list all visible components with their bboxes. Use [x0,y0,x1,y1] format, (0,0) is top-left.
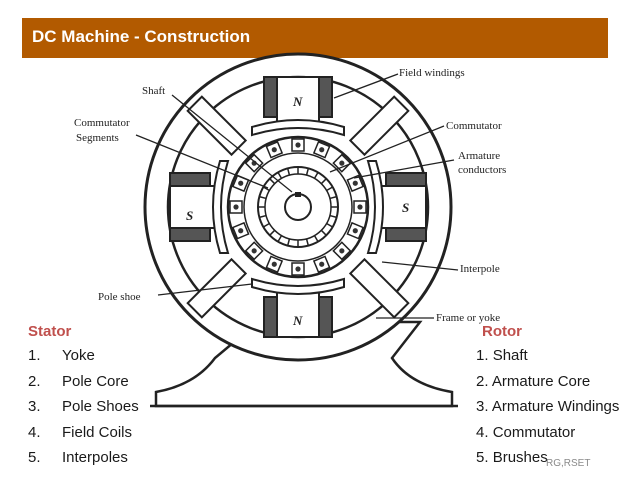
armature-slot-ring [243,152,353,262]
armature-conductor [251,248,257,254]
list-item: 4. Commutator [476,424,619,450]
label-armature-conductors-2: conductors [458,164,506,176]
pole-label-right: S [402,200,409,215]
list-text: Armature Core [491,372,591,390]
commutator-segment-divider [269,229,276,236]
list-text: Field Coils [62,423,133,441]
armature-conductor [319,147,325,153]
armature-conductor [271,147,277,153]
label-pole-shoe: Pole shoe [98,291,141,303]
armature-conductor [233,204,239,210]
list-number: 1. [476,347,493,364]
list-text: Commutator [492,423,576,441]
label-interpole: Interpole [460,263,500,275]
commutator-segment-divider [305,168,310,176]
list-text: Armature Windings [491,398,620,415]
list-text: Interpoles [62,449,128,466]
list-item: 2. Pole Core [28,373,139,399]
label-commutator-segments-2: Segments [76,132,119,144]
commutator-segment-divider [320,229,327,236]
list-text: Brushes [492,449,548,466]
list-item: 3. Armature Windings [476,398,619,424]
commutator-segment-divider [326,186,334,192]
armature-conductor [357,204,363,210]
list-number: 5. [28,449,41,466]
list-number: 1. [28,347,41,364]
stator-heading: Stator [28,323,72,340]
commutator-segment-divider [305,238,310,246]
armature-conductor [295,266,301,272]
list-item: 1. Shaft [476,347,619,373]
pole-label-bottom: N [292,313,303,328]
armature-conductor [271,261,277,267]
label-commutator-segments-1: Commutator [74,117,130,129]
shaft [284,193,312,221]
pole-label-top: N [292,94,303,109]
commutator-segment-divider [277,235,283,243]
label-shaft: Shaft [142,85,165,97]
armature-conductors [229,138,367,276]
armature-conductor [319,261,325,267]
shaft-key [295,192,301,197]
armature-conductor [352,180,358,186]
label-frame-or-yoke: Frame or yoke [436,312,500,324]
list-item: 3. Pole Shoes [28,398,139,424]
commutator-segment-divider [259,195,267,200]
commutator-segment-divider [326,222,334,228]
label-field-windings: Field windings [399,67,465,79]
commutator-segment-divider [286,168,291,176]
list-number: 4. [28,423,41,441]
commutator-segment-divider [286,238,291,246]
list-text: Yoke [62,347,95,364]
list-text: Shaft [492,347,528,364]
commutator-segment-divider [277,171,283,179]
main-poles [169,76,427,338]
commutator-segments [258,167,338,247]
list-text: Pole Shoes [62,398,139,415]
armature-conductor [352,228,358,234]
rotor-heading: Rotor [482,323,522,340]
slide-title: DC Machine - Construction [22,18,608,58]
stator-list: Stator 1. Yoke 2. Pole Core 3. Pole Shoes 4… [28,323,139,475]
commutator-segment-divider [329,195,337,200]
list-item: 5. Brushes [476,449,619,475]
armature-conductor [295,142,301,148]
list-text: Pole Core [62,372,129,390]
commutator-segment-divider [259,214,267,219]
pole-label-left: S [186,208,193,223]
armature-conductor [238,228,244,234]
list-number: 2. [476,372,492,390]
label-armature-conductors-1: Armature [458,150,500,162]
commutator-segment-divider [269,178,276,185]
commutator-segment-divider [329,214,337,219]
commutator-segment-divider [313,171,319,179]
label-commutator: Commutator [446,120,502,132]
list-number: 3. [476,398,492,415]
armature-conductor [339,248,345,254]
list-item: 5. Interpoles [28,449,139,475]
list-number: 4. [476,423,493,441]
list-item: 2. Armature Core [476,373,619,399]
list-number: 3. [28,398,41,415]
commutator-segment-divider [313,235,319,243]
list-item: 4. Field Coils [28,424,139,450]
leader-lines [135,73,459,319]
list-number: 5. [476,449,493,466]
rotor-list: Rotor 1. Shaft 2. Armature Core 3. Armat… [476,323,619,475]
armature-conductor [238,180,244,186]
armature-conductor [339,160,345,166]
list-item: 1. Yoke [28,347,139,373]
commutator-segment-divider [262,186,270,192]
commutator-segment-divider [320,178,327,185]
list-number: 2. [28,372,41,390]
credit-text: RG,RSET [546,458,591,469]
commutator-segment-divider [262,222,270,228]
